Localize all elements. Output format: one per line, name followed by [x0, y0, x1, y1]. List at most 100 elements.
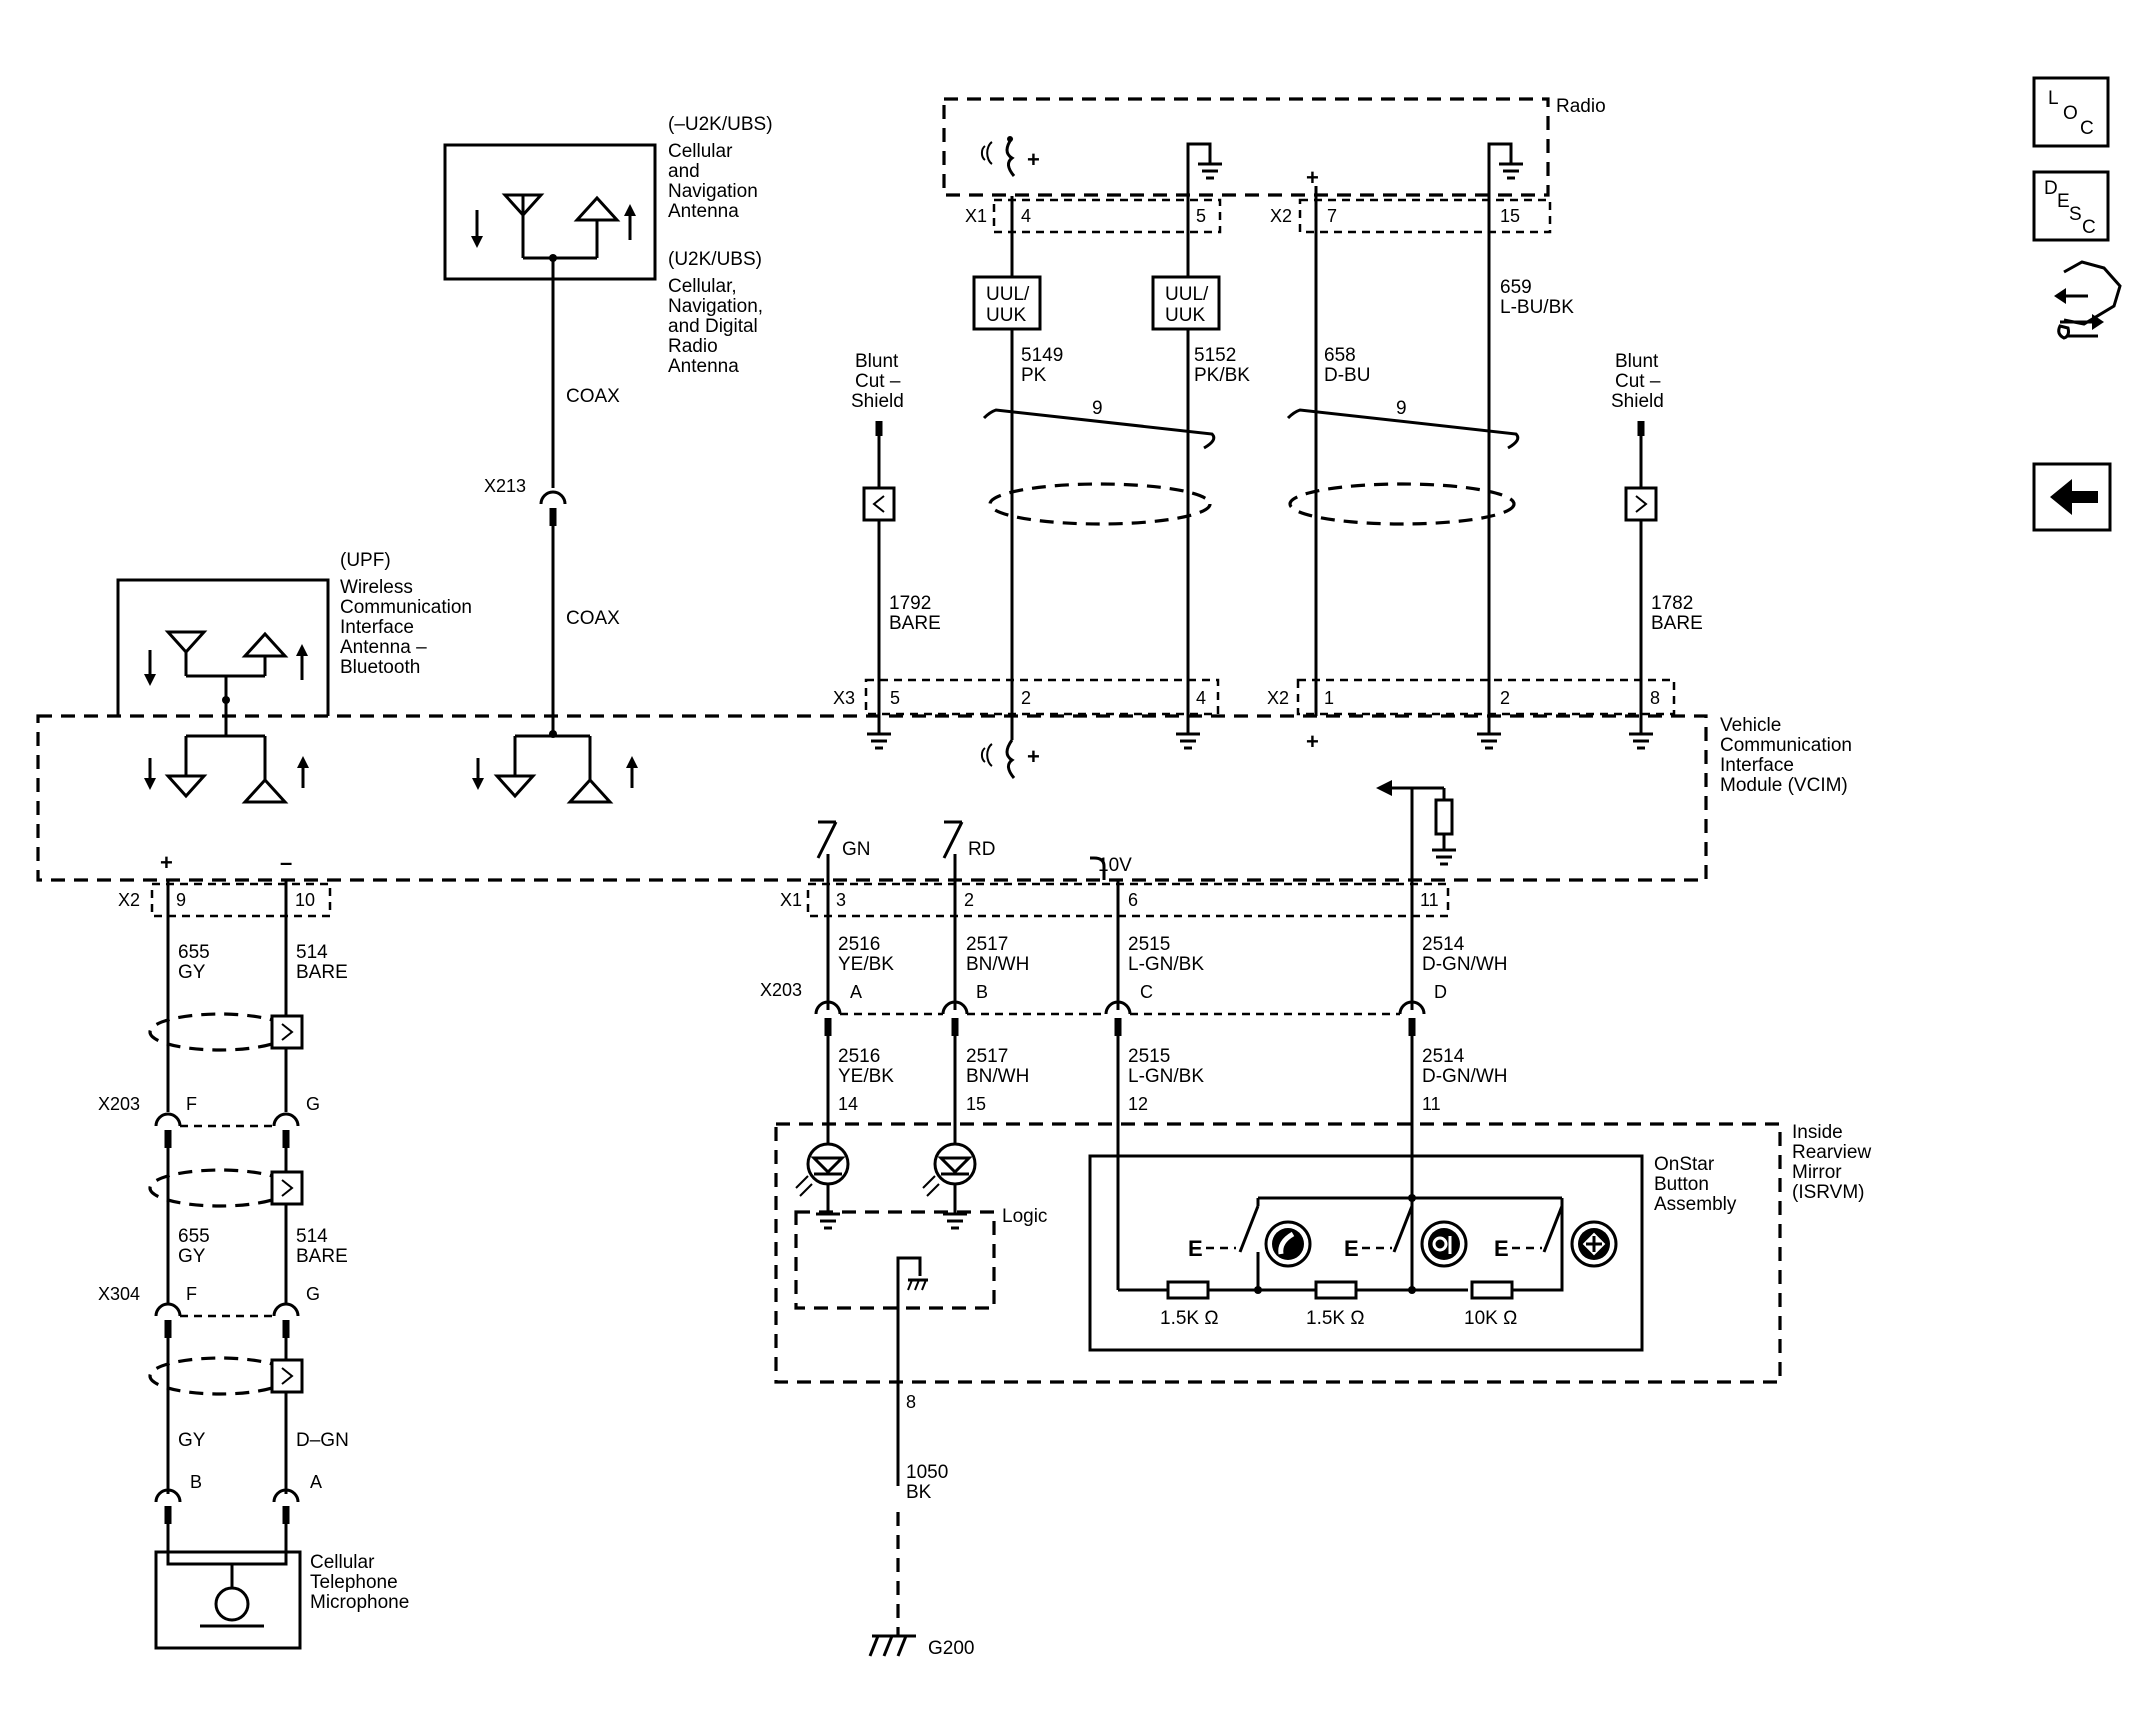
vcim-x2-bottom-connector [150, 882, 332, 918]
svg-text:Button: Button [1654, 1174, 1709, 1195]
pin-label: 7 [1327, 206, 1337, 226]
back-arrow-button[interactable] [2032, 462, 2112, 532]
vcim-x2-connector [1296, 678, 1676, 716]
pin-label: 15 [966, 1094, 986, 1114]
wire-label: 2515 [1128, 1046, 1170, 1067]
wire-label: D-GN/WH [1422, 1066, 1507, 1087]
svg-text:Cellular,: Cellular, [668, 276, 737, 297]
connector-x203-abcd [814, 1000, 1426, 1036]
wire-label: PK [1021, 365, 1047, 386]
wire-label: YE/BK [838, 954, 894, 975]
svg-text:Antenna: Antenna [668, 201, 739, 222]
vcim-outline [36, 714, 1708, 882]
ground-icon [1487, 142, 1523, 180]
wire-label: L-GN/BK [1128, 954, 1204, 975]
svg-text:Cellular: Cellular [310, 1552, 375, 1573]
resistor-label: 10K Ω [1464, 1308, 1517, 1329]
switch-call-button: E [1188, 1205, 1260, 1261]
switch-gn: GN [816, 820, 871, 880]
ground-icon [867, 716, 891, 750]
pin-label: 4 [1196, 688, 1206, 708]
connector-face-icon[interactable] [2054, 260, 2122, 340]
wire-label: 1050 [906, 1462, 948, 1483]
desc-button[interactable]: D E S C [2032, 170, 2110, 242]
wire-label: BARE [889, 613, 941, 634]
pin-label: F [186, 1284, 197, 1304]
svg-text:9: 9 [1092, 398, 1103, 419]
resistor-label: 1.5K Ω [1160, 1308, 1219, 1329]
bluetooth-antenna-label: (UPF) Wireless Communication Interface A… [340, 550, 472, 678]
shield-drain-2 [148, 1168, 304, 1208]
svg-text:Radio: Radio [668, 336, 718, 357]
wire-label: GY [178, 1246, 206, 1267]
wire-label: L-GN/BK [1128, 1066, 1204, 1087]
pin-label: 10 [295, 890, 315, 910]
onstar-label: OnStar Button Assembly [1654, 1154, 1737, 1215]
wire-label: 1792 [889, 593, 931, 614]
connector-x203-fg [154, 1112, 300, 1148]
svg-text:UUL/: UUL/ [1165, 284, 1209, 305]
svg-text:Antenna –: Antenna – [340, 637, 427, 658]
coax-label: COAX [566, 386, 620, 407]
svg-text:S: S [2069, 204, 2082, 225]
back-arrow-icon [2050, 479, 2098, 515]
wire-label: 2517 [966, 934, 1008, 955]
polarity-minus: – [280, 850, 292, 875]
svg-text:Navigation,: Navigation, [668, 296, 763, 317]
connector-label: X2 [1267, 688, 1289, 708]
wire-label: D-GN/WH [1422, 954, 1507, 975]
led-red [922, 1142, 977, 1230]
option-box-uul: UUL/ UUK [972, 275, 1042, 331]
radio-outline [942, 97, 1550, 197]
coax-label: COAX [566, 608, 620, 629]
chassis-ground-icon [896, 1256, 928, 1486]
svg-text:Cut –: Cut – [855, 371, 901, 392]
svg-text:UUK: UUK [986, 305, 1026, 326]
cellular-telephone-microphone [154, 1524, 302, 1650]
pin-label: 14 [838, 1094, 858, 1114]
pin-label: G [306, 1284, 320, 1304]
ground-g200-label: G200 [928, 1638, 974, 1659]
wire-label: 658 [1324, 345, 1356, 366]
pin-label: 8 [906, 1392, 916, 1412]
svg-text:E: E [1494, 1236, 1509, 1261]
wire-label: 2516 [838, 1046, 880, 1067]
svg-text:Blunt: Blunt [855, 351, 899, 372]
loc-button[interactable]: L O C [2032, 76, 2110, 148]
svg-text:C: C [2082, 217, 2096, 238]
connector-label: X203 [760, 980, 802, 1000]
svg-text:and Digital: and Digital [668, 316, 758, 337]
shield-drain-1 [148, 1012, 304, 1052]
radio-x1-label: X1 [965, 206, 987, 226]
svg-text:Shield: Shield [851, 391, 904, 412]
switch-rd: RD [942, 820, 995, 880]
vcim-x3-connector [864, 678, 1220, 716]
svg-text:Bluetooth: Bluetooth [340, 657, 420, 678]
svg-text:O: O [2063, 103, 2078, 124]
vcim-label: Vehicle Communication Interface Module (… [1720, 715, 1852, 796]
radio-x2-label: X2 [1270, 206, 1292, 226]
connector-mic-ab [154, 1488, 300, 1524]
connector-label: X304 [98, 1284, 140, 1304]
isrvm-label: Inside Rearview Mirror (ISRVM) [1792, 1122, 1871, 1203]
phone-button-icon [1264, 1220, 1312, 1268]
pin-label: 11 [1422, 1094, 1441, 1114]
microphone-label: Cellular Telephone Microphone [310, 1552, 409, 1613]
connector-label: X3 [833, 688, 855, 708]
svg-text:Module (VCIM): Module (VCIM) [1720, 775, 1848, 796]
svg-text:E: E [1344, 1236, 1359, 1261]
pin-label: 11 [1420, 890, 1439, 910]
svg-text:Antenna: Antenna [668, 356, 739, 377]
audio-plus: + [1027, 744, 1040, 769]
svg-text:Blunt: Blunt [1615, 351, 1659, 372]
wire-label: 2516 [838, 934, 880, 955]
svg-text:10V: 10V [1098, 855, 1132, 876]
ground-icon [1629, 716, 1653, 750]
connector-label: X1 [780, 890, 802, 910]
wire-label: 514 [296, 942, 328, 963]
svg-text:Interface: Interface [1720, 755, 1794, 776]
wire-label: D-BU [1324, 365, 1370, 386]
wire-label: 655 [178, 942, 210, 963]
wire-label: BN/WH [966, 954, 1029, 975]
pin-label: G [306, 1094, 320, 1114]
